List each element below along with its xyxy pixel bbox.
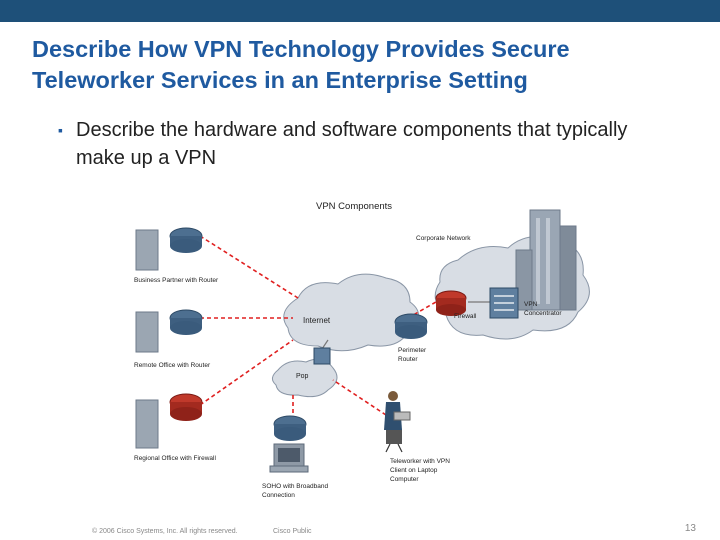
perimeter-router-icon [394,313,428,339]
top-bar [0,0,720,22]
regional-office-label: Regional Office with Firewall [134,455,216,462]
remote-office-label: Remote Office with Router [134,362,211,369]
remote-office-site: Remote Office with Router [134,309,211,369]
teleworker-label-line-3: Computer [390,476,419,483]
bullet-square-icon: ▪ [58,122,63,138]
teleworker-person-icon [384,391,411,453]
slide-title-line-1: Describe How VPN Technology Provides Sec… [32,36,570,62]
bullet-text: Describe the hardware and software compo… [76,119,628,169]
internet-label: Internet [303,316,331,325]
slide-title-line-2: Teleworker Services in an Enterprise Set… [32,67,528,93]
diagram-title: VPN Components [316,201,392,212]
vpn-components-diagram: VPN Components Business Partner with Rou… [134,201,590,499]
pop-cloud [272,358,338,398]
firewall-label: Firewall [454,313,477,320]
internet-cloud [283,273,419,352]
business-partner-site: Business Partner with Router [134,227,219,284]
soho-label-line-2: Connection [262,492,295,499]
pop-device-icon [313,347,331,365]
pop-label: Pop [296,373,309,380]
regional-office-site: Regional Office with Firewall [134,393,216,462]
copyright-text: © 2006 Cisco Systems, Inc. All rights re… [92,528,238,535]
teleworker-label-line-2: Client on Laptop [390,467,438,474]
corporate-network-label: Corporate Network [416,235,471,242]
perimeter-label-line-1: Perimeter [398,347,427,354]
vpn-tunnel-lines [199,235,444,416]
slide-title: Describe How VPN Technology Provides Sec… [32,34,712,96]
soho-label-line-1: SOHO with Broadband [262,483,329,490]
perimeter-label-line-2: Router [398,356,418,363]
corporate-building-icon [515,209,577,311]
business-partner-label: Business Partner with Router [134,277,219,284]
vpn-concentrator-icon [489,287,519,319]
vpn-label-line-2: Concentrator [524,310,562,317]
teleworker-label-line-1: Teleworker with VPN [390,458,450,465]
classification-text: Cisco Public [273,528,312,535]
firewall-icon [435,290,467,316]
soho-router-icon [273,415,307,441]
page-number: 13 [684,523,696,534]
soho-computer-icon [269,443,309,473]
vpn-label-line-1: VPN [524,301,538,308]
